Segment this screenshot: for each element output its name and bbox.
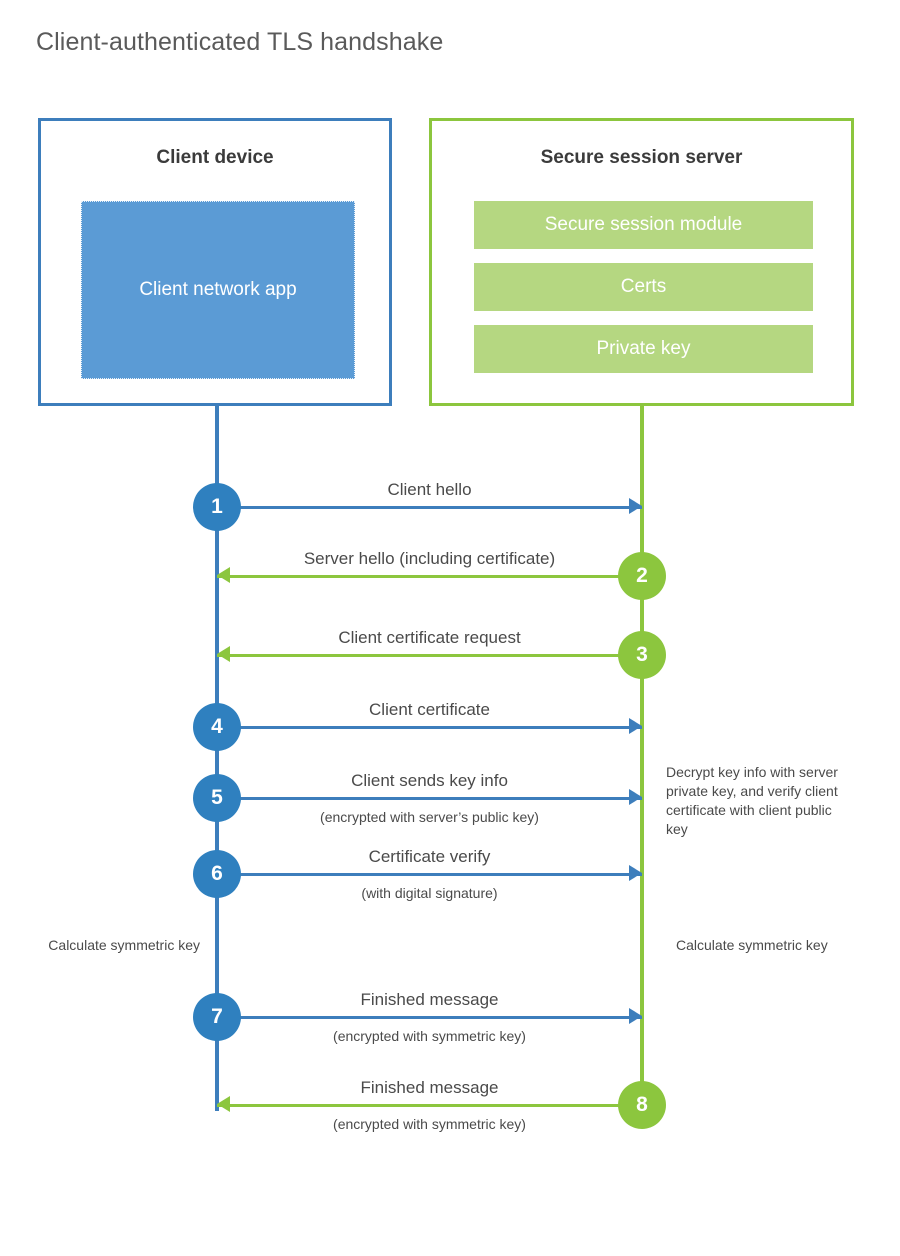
note-server-decrypt-and-verify: Decrypt key info with server private key… (666, 764, 838, 837)
secure-session-server-title: Secure session server (540, 147, 743, 168)
client-lifeline (215, 406, 219, 1111)
message-label-5: Client sends key info (351, 771, 508, 790)
step-circle-6[interactable]: 6 (193, 850, 241, 898)
message-label-6: Certificate verify (368, 847, 491, 866)
note-server-calculate-symmetric-key: Calculate symmetric key (676, 937, 828, 953)
message-label-2: Server hello (including certificate) (303, 549, 556, 568)
message-line-6 (217, 873, 642, 876)
page-title: Client-authenticated TLS handshake (36, 28, 444, 56)
step-circle-2[interactable]: 2 (618, 552, 666, 600)
message-label-8: Finished message (360, 1078, 499, 1097)
arrow-head-3 (217, 646, 230, 662)
message-line-4 (217, 726, 642, 729)
arrow-head-2 (217, 567, 230, 583)
message-line-2 (217, 575, 642, 578)
arrow-head-7 (629, 1008, 642, 1024)
note-client-calculate-symmetric-key: Calculate symmetric key (48, 937, 200, 953)
arrow-head-8 (217, 1096, 230, 1112)
arrow-head-5 (629, 789, 642, 805)
step-circle-4[interactable]: 4 (193, 703, 241, 751)
step-circle-1[interactable]: 1 (193, 483, 241, 531)
client-device-title: Client device (156, 147, 274, 168)
message-label-3: Client certificate request (338, 628, 521, 647)
message-label-1: Client hello (387, 480, 472, 499)
server-component-secure-session-module: Secure session module (474, 201, 813, 249)
message-sublabel-8: (encrypted with symmetric key) (333, 1116, 526, 1132)
step-circle-3[interactable]: 3 (618, 631, 666, 679)
message-line-3 (217, 654, 642, 657)
message-line-8 (217, 1104, 642, 1107)
client-network-app-block: Client network app (81, 201, 355, 379)
secure-session-server-box: Secure session server Secure session mod… (429, 118, 854, 406)
arrow-head-4 (629, 718, 642, 734)
message-sublabel-6: (with digital signature) (361, 885, 498, 901)
server-component-certs: Certs (474, 263, 813, 311)
message-line-1 (217, 506, 642, 509)
message-line-5 (217, 797, 642, 800)
arrow-head-1 (629, 498, 642, 514)
step-circle-8[interactable]: 8 (618, 1081, 666, 1129)
step-circle-5[interactable]: 5 (193, 774, 241, 822)
server-component-private-key: Private key (474, 325, 813, 373)
message-line-7 (217, 1016, 642, 1019)
client-device-box: Client device Client network app (38, 118, 392, 406)
message-label-7: Finished message (360, 990, 499, 1009)
arrow-head-6 (629, 865, 642, 881)
server-lifeline (640, 406, 644, 1111)
message-sublabel-5: (encrypted with server’s public key) (320, 809, 539, 825)
message-sublabel-7: (encrypted with symmetric key) (333, 1028, 526, 1044)
message-label-4: Client certificate (369, 700, 490, 719)
step-circle-7[interactable]: 7 (193, 993, 241, 1041)
